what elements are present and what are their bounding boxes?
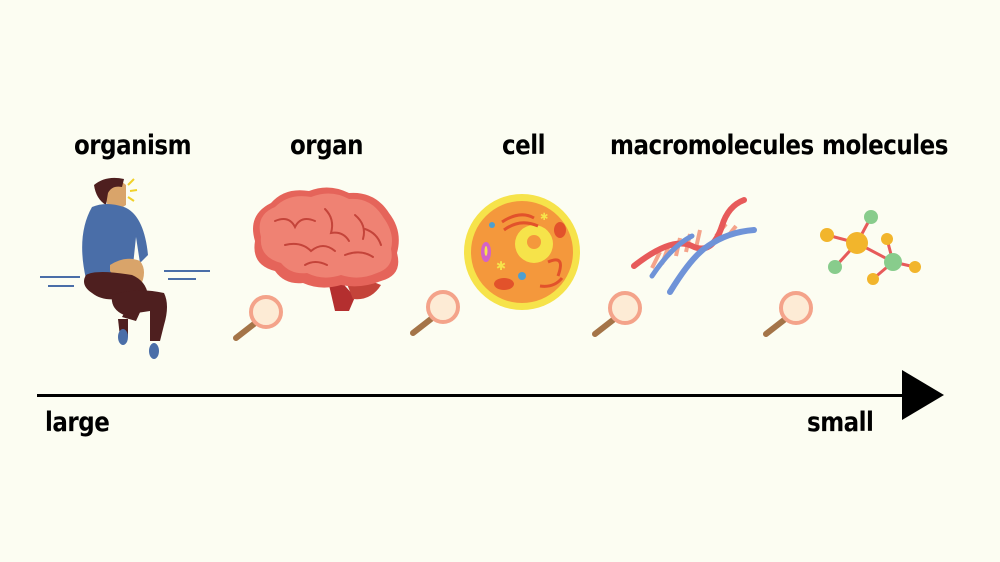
brain-icon [253, 187, 399, 311]
size-axis-line [37, 394, 907, 397]
label-organ: organ [290, 131, 364, 161]
svg-text:✱: ✱ [496, 259, 506, 273]
magnifier-icon [763, 291, 813, 337]
magnifier-icon [410, 290, 460, 336]
magnifier-icon [233, 295, 283, 341]
axis-label-large: large [45, 408, 110, 438]
axis-label-small: small [807, 408, 874, 438]
dna-icon [631, 197, 757, 295]
cell-icon: ✱ ✱ [464, 194, 580, 310]
svg-text:✱: ✱ [540, 212, 548, 223]
person-icon [40, 177, 210, 359]
label-macromolecules: macromolecules [610, 131, 814, 161]
molecule-icon [820, 210, 921, 285]
magnifier-icon [592, 291, 642, 337]
arrow-right-icon [902, 370, 944, 420]
label-organism: organism [74, 131, 192, 161]
label-cell: cell [502, 131, 546, 161]
label-molecules: molecules [822, 131, 948, 161]
